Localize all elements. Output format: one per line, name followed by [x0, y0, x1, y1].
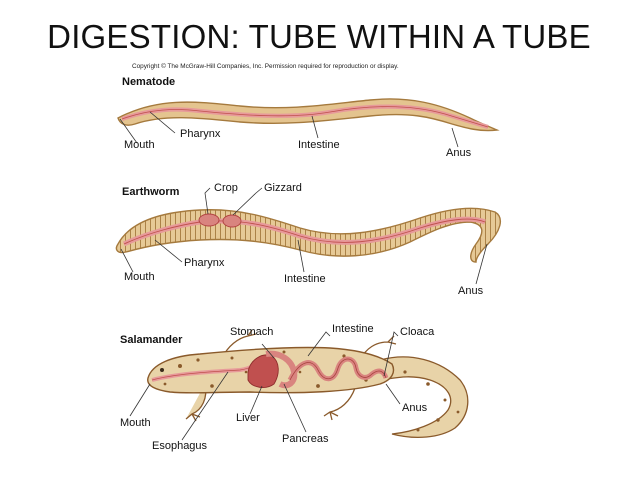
salamander-intestine-line: [289, 358, 387, 381]
nematode-leader-lines: [119, 111, 459, 148]
nematode-label-mouth: Mouth: [124, 139, 155, 151]
salamander-heading: Salamander: [120, 334, 183, 346]
earthworm-label-gizzard: Gizzard: [264, 182, 302, 194]
nematode-label-anus: Anus: [446, 147, 472, 159]
salamander-label-esophagus: Esophagus: [152, 440, 208, 452]
salamander-label-stomach: Stomach: [230, 326, 274, 338]
copyright-notice: Copyright © The McGraw-Hill Companies, I…: [132, 63, 399, 70]
slide-title: DIGESTION: TUBE WITHIN A TUBE: [47, 18, 591, 55]
earthworm-heading: Earthworm: [122, 186, 180, 198]
salamander-eye: [160, 368, 164, 372]
earthworm-label-pharynx: Pharynx: [184, 257, 225, 269]
salamander-label-pancreas: Pancreas: [282, 433, 329, 445]
salamander-label-intestine: Intestine: [332, 323, 374, 335]
salamander-leader-lines: [129, 331, 401, 441]
earthworm-leader-lines: [120, 187, 488, 285]
nematode-illustration: [117, 98, 500, 148]
salamander-hind-leg: [323, 387, 356, 421]
salamander-label-cloaca: Cloaca: [400, 326, 435, 338]
salamander-illustration: [129, 329, 469, 441]
earthworm-illustration: [115, 187, 502, 285]
nematode-label-pharynx: Pharynx: [180, 128, 221, 140]
earthworm-crop: [198, 213, 220, 227]
salamander-label-mouth: Mouth: [120, 417, 151, 429]
salamander-label-liver: Liver: [236, 412, 260, 424]
earthworm-label-intestine: Intestine: [284, 273, 326, 285]
earthworm-label-mouth: Mouth: [124, 271, 155, 283]
salamander-tail: [379, 356, 469, 438]
earthworm-label-crop: Crop: [214, 182, 238, 194]
salamander-liver: [247, 354, 279, 388]
nematode-gut-line: [121, 106, 489, 128]
earthworm-gizzard: [222, 214, 242, 228]
nematode-label-intestine: Intestine: [298, 139, 340, 151]
earthworm-body: [115, 207, 502, 263]
earthworm-label-anus: Anus: [458, 285, 484, 297]
nematode-heading: Nematode: [122, 76, 176, 88]
salamander-label-anus: Anus: [402, 402, 428, 414]
earthworm-gut-line: [123, 218, 486, 245]
